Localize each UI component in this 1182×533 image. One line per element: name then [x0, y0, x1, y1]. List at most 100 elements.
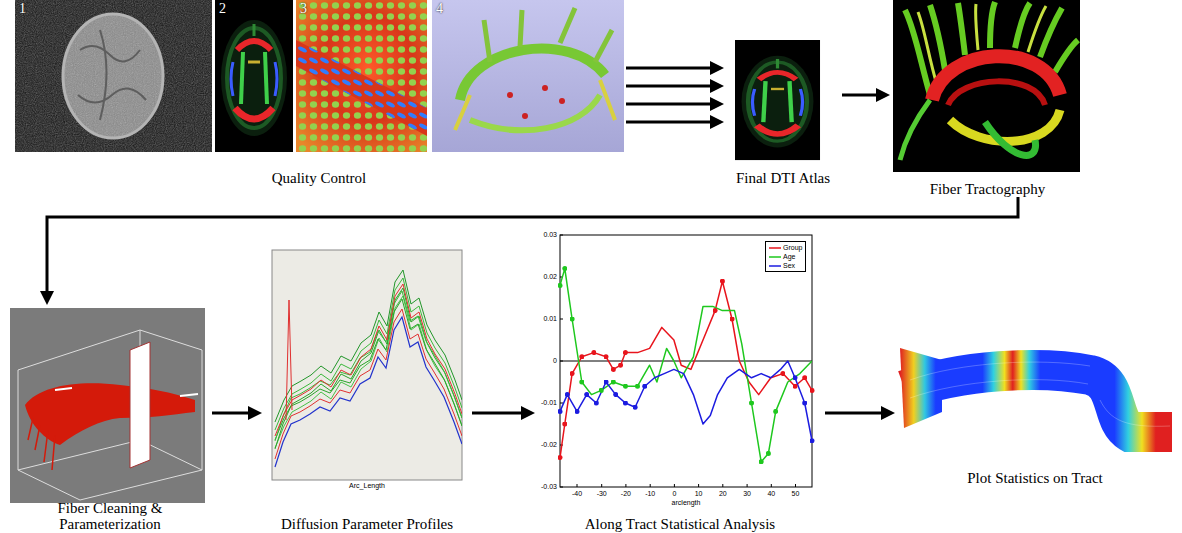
image-ground: [893, 0, 1080, 172]
axis-label: -0.03: [541, 483, 557, 490]
fiber-fan: [918, 4, 1046, 85]
tractography-image: [893, 0, 1080, 172]
group-dots: [715, 281, 732, 319]
brain-slice: [63, 14, 163, 138]
brain-folds: [78, 30, 146, 120]
fiber-fan: [484, 8, 612, 62]
stage-node: Plot Statistics on Tract: [895, 325, 1175, 486]
fiber-cleaning-image: [10, 308, 205, 503]
axis-label: 10: [695, 490, 703, 497]
stage-node: Fiber Cleaning & Parameterization: [8, 305, 212, 532]
axis-label: 0.01: [543, 315, 557, 322]
sex-dots: [795, 378, 812, 441]
stage-node: Final DTI Atlas: [724, 40, 842, 186]
legend-text: Group: [783, 243, 802, 252]
stage-caption: Along Tract Statistical Analysis: [583, 516, 777, 532]
effect-curves: [560, 269, 812, 462]
flow-arrow: [472, 412, 527, 415]
axis-label: 30: [743, 490, 751, 497]
fiber-branch: [455, 80, 615, 130]
fiber-bundle: [25, 383, 195, 445]
stray-fibers: [28, 418, 55, 470]
axis-ticks: [560, 235, 796, 487]
cutting-plane: [130, 342, 150, 468]
image-ground: [10, 308, 205, 503]
axis-label: -0.01: [541, 399, 557, 406]
tract-statistics-image: [900, 348, 1172, 432]
flow-arrow: [842, 94, 882, 97]
age-dots: [752, 403, 776, 462]
brain-texture: [63, 14, 163, 138]
axis-label: -10: [645, 490, 655, 497]
axis-label: 40: [767, 490, 775, 497]
image-noise: [15, 0, 212, 152]
age-dots: [560, 269, 582, 382]
group-dots: [560, 353, 625, 458]
axis-label: -40: [572, 490, 582, 497]
brain-rim: [63, 14, 163, 138]
significance-dots: [560, 269, 812, 462]
axis-label: 20: [719, 490, 727, 497]
fiber-branch: [900, 100, 930, 160]
panel-number: 4: [436, 2, 443, 16]
image-ground: [432, 0, 624, 152]
stage-node: Fiber Tractography: [890, 0, 1085, 197]
axis-label: 0.03: [543, 231, 557, 238]
legend-row: Sex: [769, 261, 802, 270]
fiber-arc: [460, 49, 605, 100]
tensor-glyph-image: [296, 0, 427, 152]
profile-plot: [265, 245, 470, 495]
group-dots: [783, 374, 812, 391]
landmark-dot: [542, 85, 548, 91]
chart-legend: GroupAgeSex: [765, 241, 806, 272]
plot-frame: [272, 250, 462, 480]
stage-caption: Plot Statistics on Tract: [965, 470, 1104, 486]
legend-line: [769, 263, 781, 269]
fiber-bundle-image: [432, 0, 624, 152]
profile-line: [275, 317, 462, 467]
profile-line: [275, 309, 462, 459]
glyph-grid: [296, 0, 427, 152]
stage-node: Quality Control: [12, 0, 626, 186]
landmark-dot: [559, 98, 565, 104]
sex-dots: [560, 382, 645, 411]
legend-row: Group: [769, 243, 802, 252]
profile-lines: [275, 270, 462, 467]
along-tract-chart: [560, 235, 812, 487]
raw-mri-image: [15, 0, 212, 152]
image-ground: [15, 0, 212, 152]
flow-arrow: [825, 412, 887, 415]
fornix: [950, 110, 1060, 141]
profile-line: [275, 284, 462, 436]
sex-curve: [560, 361, 812, 441]
endpoint-marker: [55, 388, 198, 396]
legend-line: [769, 265, 781, 267]
axis-label: 0: [553, 357, 557, 364]
stage-caption: Final DTI Atlas: [734, 170, 832, 186]
corpus-callosum: [948, 81, 1045, 105]
glyph-band: [296, 0, 427, 152]
axis-label: Arc_Length: [349, 482, 385, 489]
fiber-arc: [470, 95, 600, 130]
stage-caption: Fiber Tractography: [928, 181, 1047, 197]
age-curve: [560, 269, 812, 462]
landmark-dot: [507, 92, 513, 98]
axis-label: -30: [597, 490, 607, 497]
axis-label: 0.02: [543, 273, 557, 280]
legend-text: Age: [783, 252, 795, 261]
panel-number: 2: [219, 2, 226, 16]
zero-line: [560, 361, 812, 362]
flow-arrow: [47, 197, 1018, 297]
axis-label: 0: [672, 490, 676, 497]
legend-line: [769, 254, 781, 260]
bounding-box: [18, 330, 202, 500]
legend-text: Sex: [783, 261, 795, 270]
legend-row: Age: [769, 252, 802, 261]
flow-arrow: [626, 67, 716, 70]
legend-line: [769, 256, 781, 258]
axis-label: 50: [792, 490, 800, 497]
plot-ground: [265, 245, 470, 495]
